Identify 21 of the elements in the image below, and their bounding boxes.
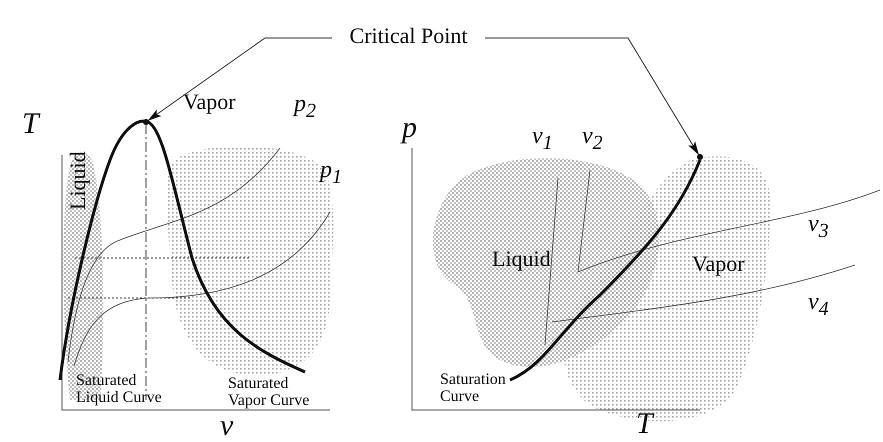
curve-label: v$_{3}$: [808, 212, 829, 242]
axis-label: T: [636, 408, 653, 440]
axis-label: v: [220, 410, 234, 442]
axis-label: T: [22, 108, 39, 140]
curve-label: Saturated Vapor Curve: [228, 376, 310, 410]
region-label: Liquid: [66, 151, 90, 210]
curve-label: p$_{2}$: [294, 92, 316, 122]
curve-label: v$_{2}$: [582, 124, 603, 154]
axis-label: p: [402, 112, 417, 144]
region-label: Liquid: [492, 247, 551, 270]
curve-label: Saturation Curve: [440, 372, 507, 406]
curve-label: v$_{1}$: [532, 124, 553, 154]
critical-point: [697, 154, 703, 160]
curve-label: p$_{1}$: [320, 158, 342, 188]
curve-label: v$_{4}$: [808, 290, 829, 320]
region-label: Vapor: [183, 90, 236, 114]
leader-line: [484, 38, 699, 156]
critical-point: [143, 119, 149, 125]
curve-label: Saturated Liquid Curve: [76, 373, 163, 407]
leader-line: [148, 38, 332, 121]
region-label: Vapor: [692, 252, 745, 276]
